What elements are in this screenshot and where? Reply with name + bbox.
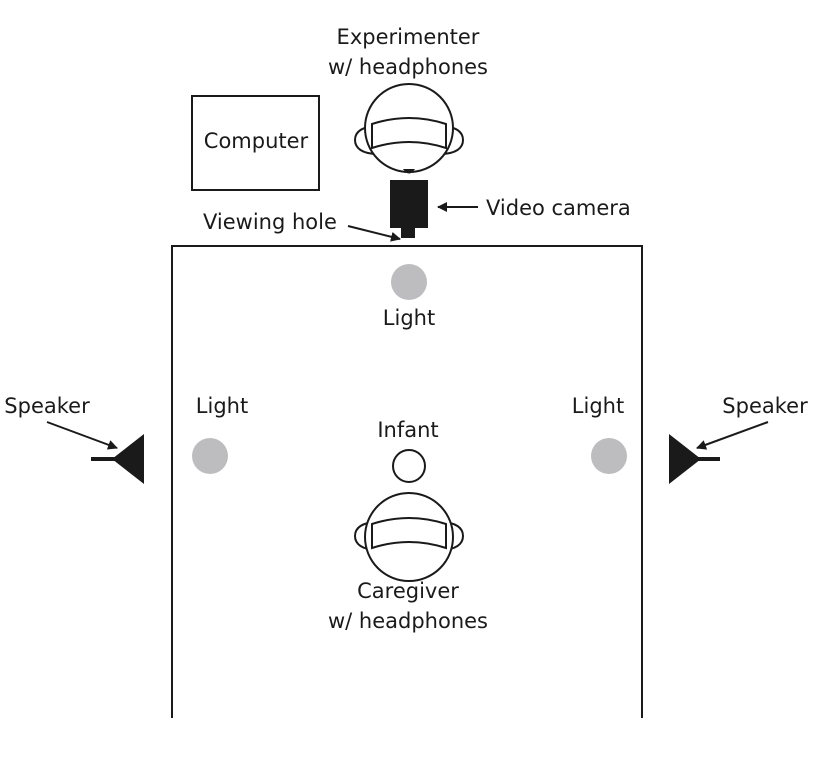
video-camera-icon bbox=[390, 180, 428, 238]
right-light-label: Light bbox=[572, 394, 624, 418]
video-camera-label: Video camera bbox=[486, 196, 631, 220]
viewing-hole-arrow bbox=[347, 225, 401, 242]
left-light-label: Light bbox=[196, 394, 248, 418]
top-light-icon bbox=[391, 264, 427, 300]
right-speaker-label: Speaker bbox=[722, 394, 808, 418]
left-light-icon bbox=[192, 438, 228, 474]
experimenter-label-line2: w/ headphones bbox=[328, 55, 488, 79]
booth-outline bbox=[171, 245, 643, 718]
right-light-icon bbox=[591, 438, 627, 474]
left-speaker-icon bbox=[91, 434, 144, 484]
left-speaker-label: Speaker bbox=[4, 394, 90, 418]
caregiver-headphones-person-icon bbox=[353, 492, 465, 582]
computer-label: Computer bbox=[204, 129, 309, 153]
left-speaker-arrow bbox=[46, 421, 118, 450]
computer-box: Computer bbox=[191, 95, 320, 191]
infant-icon bbox=[392, 449, 426, 483]
top-light-label: Light bbox=[383, 306, 435, 330]
experimenter-label-line1: Experimenter bbox=[337, 25, 480, 49]
experimenter-headphones-person-icon bbox=[353, 83, 465, 174]
infant-label: Infant bbox=[377, 418, 438, 442]
right-speaker-icon bbox=[669, 434, 720, 484]
right-speaker-arrow bbox=[696, 421, 769, 450]
viewing-hole-label: Viewing hole bbox=[203, 210, 337, 234]
caregiver-label-line2: w/ headphones bbox=[328, 609, 488, 633]
caregiver-label-line1: Caregiver bbox=[357, 579, 459, 603]
